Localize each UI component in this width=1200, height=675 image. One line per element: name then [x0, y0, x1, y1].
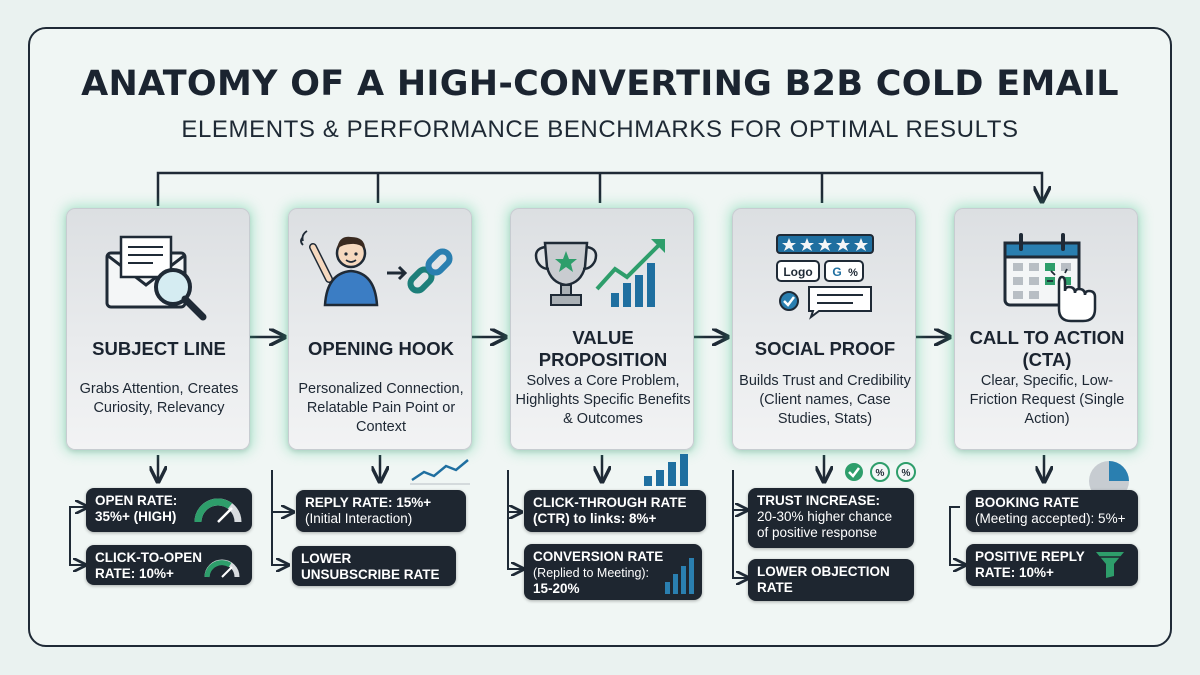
metric-value-2: 15-20% [533, 581, 580, 596]
step-card-opening-hook: OPENING HOOK Personalized Connection, Re… [288, 208, 472, 450]
page-subtitle: ELEMENTS & PERFORMANCE BENCHMARKS FOR OP… [181, 116, 1019, 143]
metric-value-2: of positive response [757, 525, 878, 540]
step-title: SOCIAL PROOF [754, 338, 896, 359]
trend-line-icon [410, 459, 470, 485]
step-title: OPENING HOOK [308, 338, 454, 359]
page-title: ANATOMY OF A HIGH-CONVERTING B2B COLD EM… [81, 64, 1119, 104]
percent-text: % [876, 468, 885, 479]
metric-badge-open-rate: OPEN RATE: 35%+ (HIGH) [86, 488, 252, 532]
metric-label: REPLY RATE: 15%+ [305, 495, 432, 510]
step-card-subject-line: SUBJECT LINE Grabs Attention, Creates Cu… [66, 208, 250, 450]
step-title: CALL TO ACTION (CTA) [969, 327, 1125, 370]
metric-badge-click-to-open: CLICK-TO-OPEN RATE: 10%+ [86, 545, 252, 585]
metric-value: RATE: 10%+ [975, 565, 1054, 580]
bar-chart-icon [644, 454, 688, 486]
gauge-icon [194, 498, 242, 523]
metric-badge-conversion-rate: CONVERSION RATE (Replied to Meeting): 15… [524, 544, 702, 600]
waving-person-link-icon [300, 230, 453, 307]
trophy-growth-chart-icon [534, 239, 665, 307]
metric-badge-positive-reply: POSITIVE REPLY RATE: 10%+ [966, 544, 1138, 586]
metric-value: RATE: 10%+ [95, 566, 174, 581]
metric-badge-trust-increase: TRUST INCREASE: 20-30% higher chance of … [748, 488, 914, 548]
side-bracket-4 [732, 470, 747, 578]
step-description: Grabs Attention, Creates Curiosity, Rele… [79, 381, 239, 416]
metric-value: 20-30% higher chance [757, 509, 893, 524]
step-description: Personalized Connection, Relatable Pain … [298, 381, 464, 435]
step-card-social-proof: Logo G % SOCIAL PROOF Builds Trust and C… [732, 208, 916, 450]
step-card-value-proposition: VALUE PROPOSITION Solves a Core Problem,… [510, 208, 694, 450]
metric-badge-lower-unsubscribe: LOWER UNSUBSCRIBE RATE [292, 546, 456, 586]
metric-label: CONVERSION RATE [533, 549, 664, 564]
metric-label: BOOKING RATE [975, 495, 1079, 510]
step-title: VALUE PROPOSITION [538, 327, 668, 370]
metric-label: POSITIVE REPLY [975, 549, 1085, 564]
metric-value: UNSUBSCRIBE RATE [301, 567, 440, 582]
check-percent-icons: % % [845, 462, 916, 482]
side-bracket-2 [271, 470, 287, 565]
metric-value: (Meeting accepted): 5%+ [975, 511, 1126, 526]
metric-value: (Replied to Meeting): [533, 566, 650, 580]
metric-badge-click-through-rate: CLICK-THROUGH RATE (CTR) to links: 8%+ [524, 490, 706, 532]
step-description: Solves a Core Problem, Highlights Specif… [515, 373, 691, 427]
side-bracket-1 [69, 507, 86, 565]
metric-value: 35%+ (HIGH) [95, 509, 177, 524]
metric-value: (CTR) to links: 8%+ [533, 511, 657, 526]
metric-label: LOWER OBJECTION [757, 564, 890, 579]
logo-text: Logo [783, 265, 812, 279]
metric-label: CLICK-TO-OPEN [95, 550, 202, 565]
metric-value: (Initial Interaction) [305, 511, 413, 526]
percent-text: % [848, 267, 858, 279]
side-bracket-5 [949, 506, 964, 565]
metric-value: RATE [757, 580, 793, 595]
envelope-magnifier-icon [105, 235, 207, 321]
metric-label: OPEN RATE: [95, 493, 178, 508]
step-title: SUBJECT LINE [92, 338, 226, 359]
metric-label: TRUST INCREASE: [757, 493, 881, 508]
reviews-logo-chat-icon: Logo G % [776, 234, 874, 320]
metric-badge-booking-rate: BOOKING RATE (Meeting accepted): 5%+ [966, 490, 1138, 532]
step-description: Builds Trust and Credibility (Client nam… [739, 373, 911, 427]
side-bracket-3 [507, 470, 522, 569]
metric-badge-lower-objection: LOWER OBJECTION RATE [748, 559, 914, 601]
google-g-text: G [832, 265, 841, 279]
step-card-call-to-action: CALL TO ACTION (CTA) Clear, Specific, Lo… [954, 208, 1138, 450]
funnel-icon [1096, 552, 1124, 578]
bar-chart-icon [665, 558, 694, 594]
gauge-icon [204, 559, 240, 578]
metric-badge-reply-rate: REPLY RATE: 15%+ (Initial Interaction) [296, 490, 466, 532]
calendar-click-icon [1003, 233, 1097, 323]
percent-text: % [902, 468, 911, 479]
step-description: Clear, Specific, Low-Friction Request (S… [969, 373, 1125, 427]
metric-label: LOWER [301, 551, 352, 566]
metric-label: CLICK-THROUGH RATE [533, 495, 687, 510]
